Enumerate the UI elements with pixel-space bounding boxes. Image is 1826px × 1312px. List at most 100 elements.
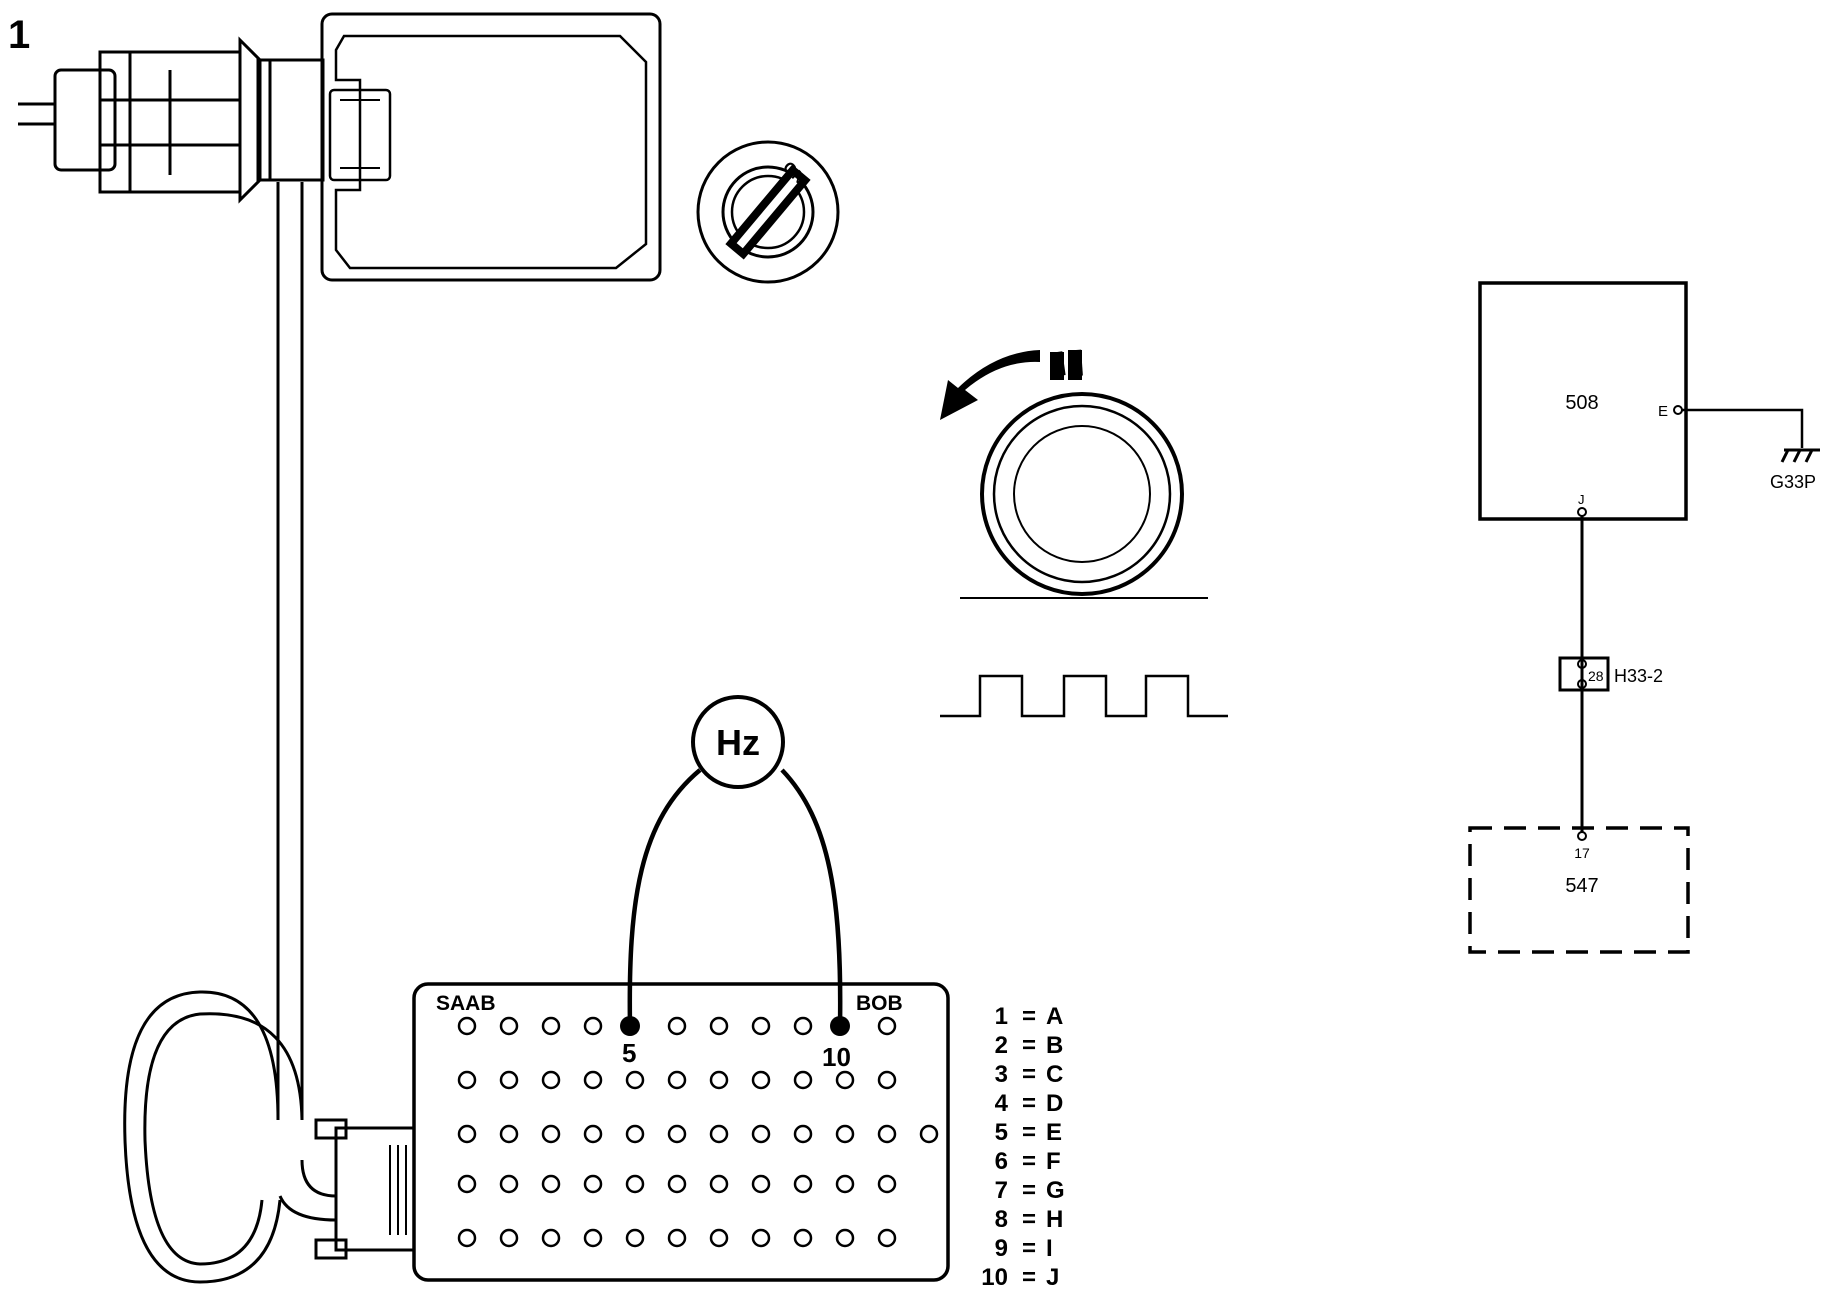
bob-socket [709, 1124, 729, 1144]
legend-equals-sign: = [1022, 1206, 1036, 1233]
bob-socket [499, 1228, 519, 1248]
bob-socket [709, 1228, 729, 1248]
bob-socket [457, 1070, 477, 1090]
bob-socket [877, 1124, 897, 1144]
bob-socket [751, 1070, 771, 1090]
legend-equals-sign: = [1022, 1148, 1036, 1175]
step-number: 1 [8, 13, 30, 57]
connector-h33-2-box [1558, 656, 1610, 692]
frequency-meter-icon [691, 695, 785, 789]
legend-equals-sign: = [1022, 1264, 1036, 1291]
bob-socket [793, 1124, 813, 1144]
connector-pin-label: 28 [1588, 668, 1604, 684]
bob-socket [625, 1174, 645, 1194]
bob-socket [541, 1070, 561, 1090]
legend-equals-sign: = [1022, 1061, 1036, 1088]
legend-pin-number: 2 [995, 1032, 1008, 1059]
bob-socket [457, 1174, 477, 1194]
legend-equals-sign: = [1022, 1235, 1036, 1262]
pin-j-label: J [1578, 492, 1585, 507]
legend-pin-letter: C [1046, 1061, 1063, 1088]
legend-pin-letter: E [1046, 1119, 1062, 1146]
legend-equals-sign: = [1022, 1119, 1036, 1146]
bob-socket [625, 1228, 645, 1248]
module-pin-label: 17 [1574, 845, 1590, 861]
bob-socket [541, 1174, 561, 1194]
bob-socket [835, 1070, 855, 1090]
legend-pin-number: 3 [995, 1061, 1008, 1088]
bob-socket [457, 1124, 477, 1144]
bob-socket [625, 1070, 645, 1090]
pin-letter-legend: 1=A2=B3=C4=D5=E6=F7=G8=H9=I10=J [981, 1003, 1064, 1291]
bob-brand-saab: SAAB [436, 992, 496, 1015]
schematic: 508 E G33P J 28 H33-2 17 547 [1468, 281, 1820, 954]
bob-socket [667, 1174, 687, 1194]
bob-socket [667, 1124, 687, 1144]
bob-socket [835, 1124, 855, 1144]
bob-plug [314, 1118, 416, 1260]
bob-socket [793, 1016, 813, 1036]
breakout-box [412, 982, 950, 1282]
bob-socket [541, 1016, 561, 1036]
ground-label: G33P [1770, 472, 1816, 492]
legend-pin-letter: F [1046, 1148, 1061, 1175]
bob-socket [877, 1228, 897, 1248]
legend-pin-number: 10 [981, 1264, 1008, 1291]
bob-socket [877, 1174, 897, 1194]
bob-socket [499, 1174, 519, 1194]
bob-socket [583, 1070, 603, 1090]
bob-socket [835, 1228, 855, 1248]
bob-socket [457, 1016, 477, 1036]
legend-pin-number: 9 [995, 1235, 1008, 1262]
bob-socket [793, 1070, 813, 1090]
legend-equals-sign: = [1022, 1032, 1036, 1059]
bob-socket [751, 1124, 771, 1144]
legend-pin-letter: J [1046, 1264, 1059, 1291]
legend-pin-letter: G [1046, 1177, 1065, 1204]
legend-pin-letter: D [1046, 1090, 1063, 1117]
legend-pin-letter: B [1046, 1032, 1063, 1059]
ignition-switch-icon [696, 140, 840, 284]
legend-pin-number: 1 [995, 1003, 1008, 1030]
bob-socket [541, 1228, 561, 1248]
legend-pin-number: 6 [995, 1148, 1008, 1175]
legend-equals-sign: = [1022, 1090, 1036, 1117]
pin-e-label: E [1658, 403, 1668, 420]
probe-pin-label-10: 10 [822, 1042, 851, 1072]
bob-socket [541, 1124, 561, 1144]
test-cable [123, 182, 337, 1284]
connector-label: H33-2 [1614, 666, 1663, 686]
bob-socket [667, 1070, 687, 1090]
ground-wire [1682, 408, 1804, 448]
bob-socket [751, 1228, 771, 1248]
bob-socket [877, 1016, 897, 1036]
square-wave-signal [940, 674, 1228, 718]
bob-socket [709, 1016, 729, 1036]
control-unit-508-label: 508 [1565, 392, 1598, 414]
bob-socket [625, 1124, 645, 1144]
vehicle-connector [18, 36, 325, 204]
bob-socket [667, 1016, 687, 1036]
legend-pin-number: 7 [995, 1177, 1008, 1204]
bob-socket [583, 1124, 603, 1144]
legend-pin-letter: H [1046, 1206, 1063, 1233]
legend-pin-letter: A [1046, 1003, 1063, 1030]
bob-socket [499, 1124, 519, 1144]
legend-pin-number: 8 [995, 1206, 1008, 1233]
probe-pin-label-5: 5 [622, 1038, 636, 1068]
legend-equals-sign: = [1022, 1003, 1036, 1030]
legend-pin-number: 4 [995, 1090, 1009, 1117]
wheel-icon [960, 392, 1208, 599]
module-547-label: 547 [1565, 875, 1598, 897]
bob-socket [751, 1174, 771, 1194]
bob-socket [583, 1174, 603, 1194]
frequency-meter-label: Hz [716, 722, 760, 763]
bob-socket [709, 1070, 729, 1090]
bob-socket [793, 1228, 813, 1248]
probe-tip-right [830, 1016, 850, 1036]
probe-lead-left [627, 768, 702, 1027]
bob-socket-grid [457, 1016, 939, 1248]
legend-pin-number: 5 [995, 1119, 1008, 1146]
bob-socket [751, 1016, 771, 1036]
